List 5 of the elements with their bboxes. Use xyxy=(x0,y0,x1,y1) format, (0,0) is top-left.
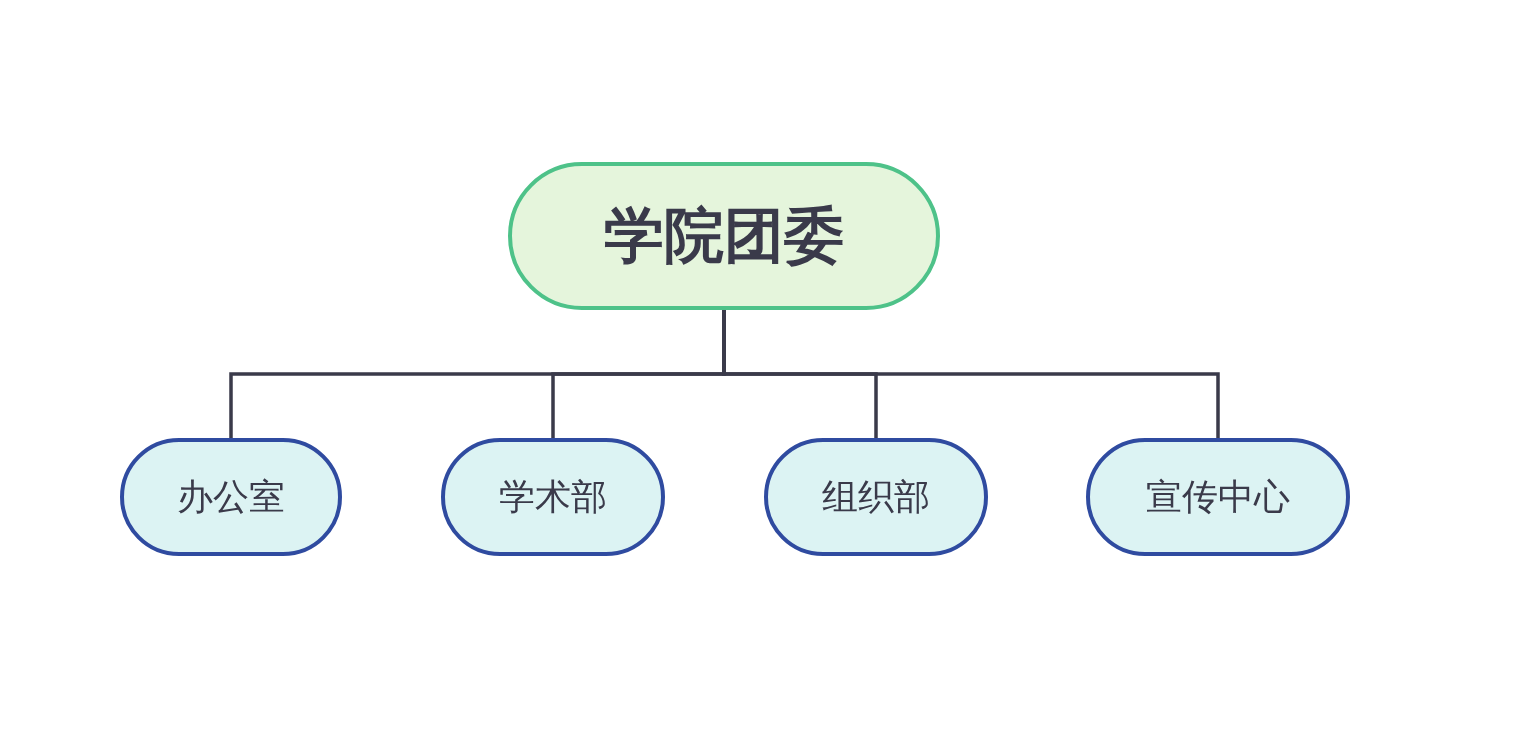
node-label: 学院团委 xyxy=(604,198,844,272)
node-label: 组织部 xyxy=(822,474,930,519)
node-label: 办公室 xyxy=(177,474,285,519)
node-label: 宣传中心 xyxy=(1146,474,1290,519)
node-label: 学术部 xyxy=(499,474,607,519)
